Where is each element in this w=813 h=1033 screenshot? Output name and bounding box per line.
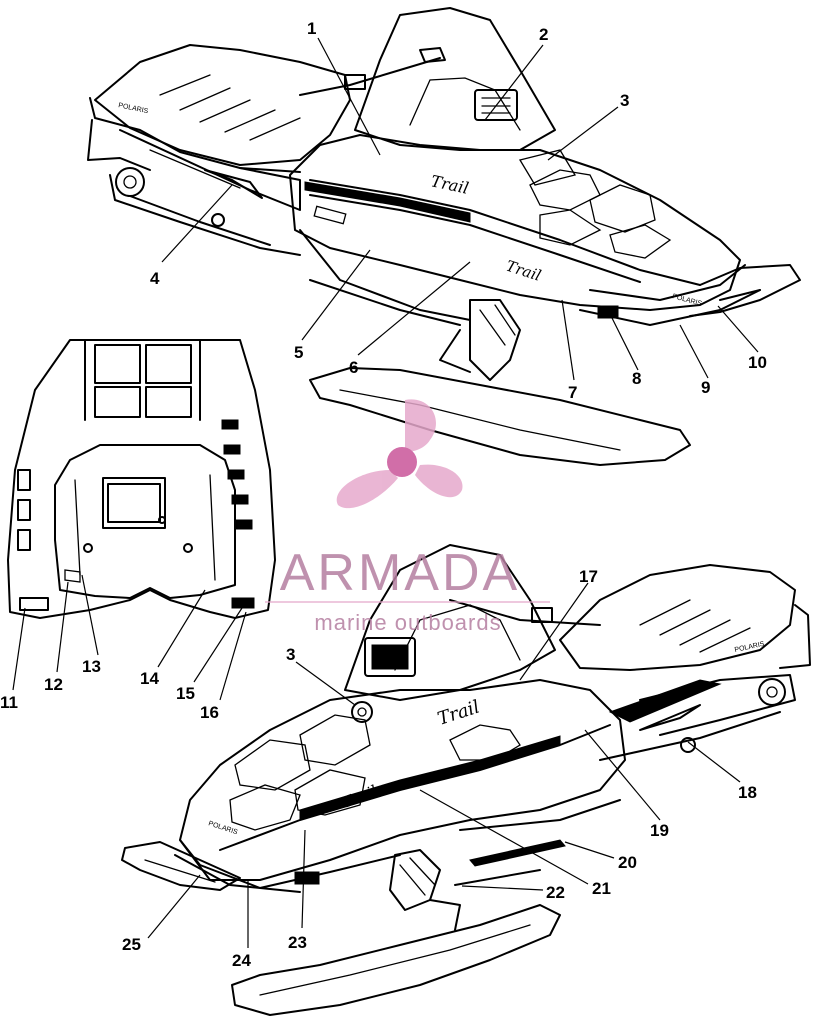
hood-script-decal-top: Trail xyxy=(429,171,470,198)
hood-script-decal-bottom: Trail xyxy=(435,696,482,729)
callout-21: 21 xyxy=(592,879,611,898)
callout-24: 24 xyxy=(232,951,251,970)
snowmobile-top-view: Trail Trail POLARIS POLARIS xyxy=(87,7,801,466)
callout-16: 16 xyxy=(200,703,219,722)
callout-8: 8 xyxy=(632,369,641,388)
callout-5: 5 xyxy=(294,343,303,362)
tail-brand-decal-top: POLARIS xyxy=(118,102,149,115)
hood-underside-view xyxy=(7,339,276,619)
callout-4: 4 xyxy=(150,269,160,288)
watermark-title: ARMADA xyxy=(280,544,520,602)
callout-6: 6 xyxy=(349,358,358,377)
callout-3-bottom: 3 xyxy=(286,645,295,664)
propeller-logo xyxy=(336,399,463,509)
callout-11: 11 xyxy=(0,693,18,712)
side-script-decal-bottom: Trail xyxy=(340,782,380,812)
callout-12: 12 xyxy=(44,675,63,694)
callout-14: 14 xyxy=(140,669,159,688)
callout-19: 19 xyxy=(650,821,669,840)
callout-13: 13 xyxy=(82,657,101,676)
callout-2: 2 xyxy=(539,25,548,44)
watermark-subtitle: marine outboards xyxy=(314,610,501,635)
callout-10: 10 xyxy=(748,353,767,372)
callout-15: 15 xyxy=(176,684,195,703)
callout-1: 1 xyxy=(307,19,316,38)
callout-3-top: 3 xyxy=(620,91,629,110)
callout-23: 23 xyxy=(288,933,307,952)
callout-20: 20 xyxy=(618,853,637,872)
armada-watermark: ARMADA marine outboards xyxy=(265,399,550,635)
callout-22: 22 xyxy=(546,883,565,902)
callout-7: 7 xyxy=(568,383,577,402)
side-script-decal-top: Trail xyxy=(504,257,544,285)
callout-9: 9 xyxy=(701,378,710,397)
callout-labels: 1 2 3 4 5 6 7 8 9 10 11 12 13 14 15 16 1… xyxy=(0,19,767,970)
callout-25: 25 xyxy=(122,935,141,954)
callout-18: 18 xyxy=(738,783,757,802)
leader-lines xyxy=(12,37,759,948)
callout-17: 17 xyxy=(579,567,598,586)
